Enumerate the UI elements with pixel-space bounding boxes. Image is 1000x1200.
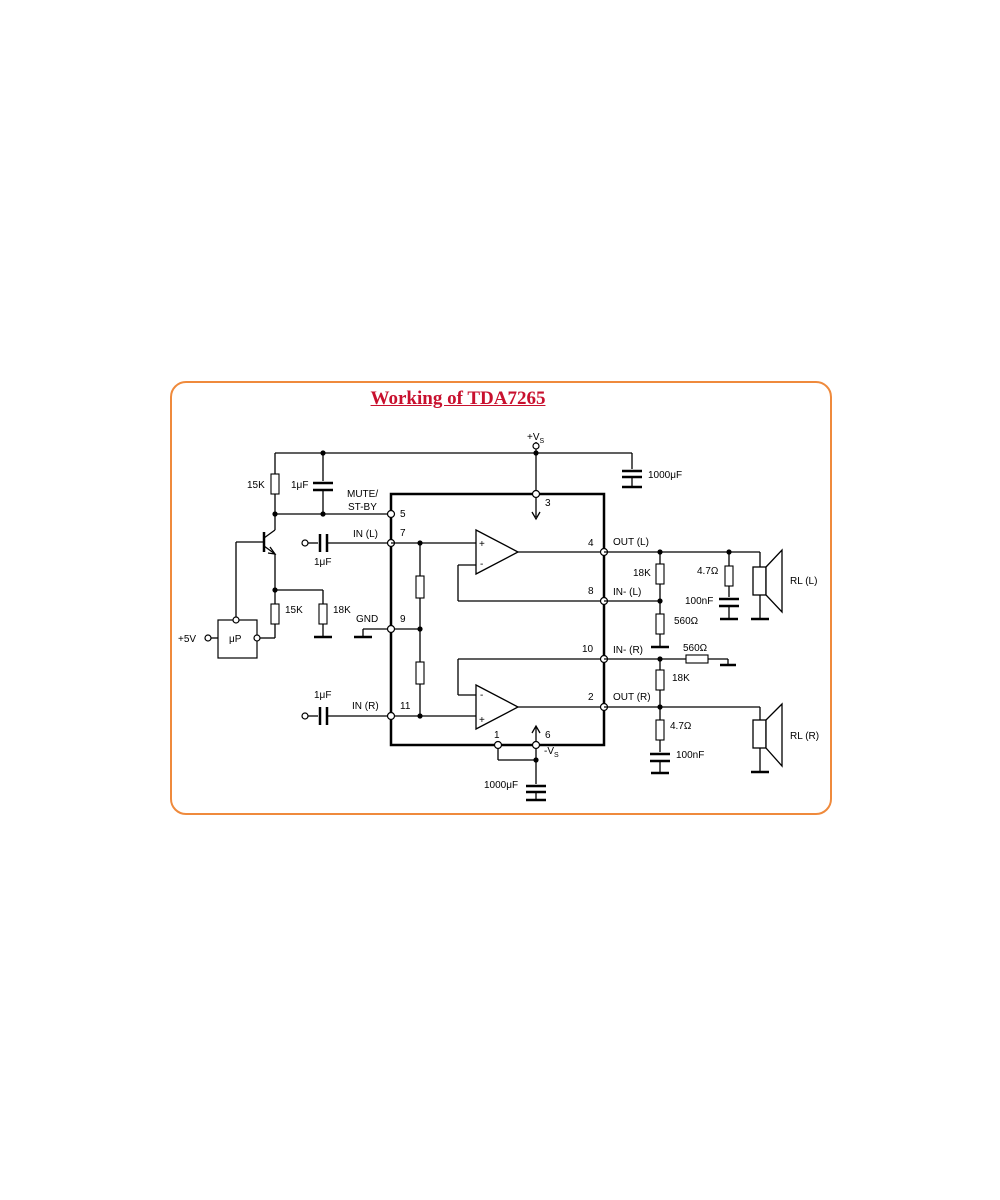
rl-l-label: RL (L) — [790, 576, 817, 587]
input-left — [301, 534, 476, 552]
pin-2: 2 — [588, 692, 594, 703]
pin-3-terminal — [531, 489, 541, 499]
output-right-network — [604, 654, 760, 775]
cap-1000uf-bottom-label: 1000μF — [484, 780, 518, 791]
opamp-left-plus: + — [479, 539, 485, 550]
cap-1uf-in-l-label: 1μF — [314, 557, 331, 568]
cap-1000uf-top-label: 1000μF — [648, 470, 682, 481]
speaker-right — [751, 702, 783, 774]
mute-label: MUTE/ — [347, 489, 378, 500]
supply-rail — [275, 442, 633, 494]
pin-4: 4 — [588, 538, 594, 549]
opamp-right-minus: - — [480, 690, 483, 701]
pin-3: 3 — [545, 498, 551, 509]
cap-1000uf-top — [622, 469, 642, 489]
in-minus-r-label: IN- (R) — [613, 645, 643, 656]
res-18k-l-label: 18K — [633, 568, 651, 579]
rl-r-label: RL (R) — [790, 731, 819, 742]
res-560-l-label: 560Ω — [674, 616, 699, 627]
res-47-l-label: 4.7Ω — [697, 566, 719, 577]
opamp-left — [457, 528, 604, 602]
opamp-right — [457, 658, 604, 731]
pin-9: 9 — [400, 614, 406, 625]
internal-divider — [415, 543, 425, 719]
gnd-label: GND — [356, 614, 378, 625]
res-18k-r-label: 18K — [672, 673, 690, 684]
input-right — [301, 707, 476, 725]
res-15k-bottom-label: 15K — [285, 605, 303, 616]
out-l-label: OUT (L) — [613, 537, 649, 548]
pin-5: 5 — [400, 509, 406, 520]
plus5v-label: +5V — [178, 634, 196, 645]
opamp-right-plus: + — [479, 715, 485, 726]
pin-6: 6 — [545, 730, 551, 741]
output-left-network — [604, 549, 760, 649]
pin-11: 11 — [400, 701, 411, 712]
res-47-r-label: 4.7Ω — [670, 721, 692, 732]
in-l-label: IN (L) — [353, 529, 378, 540]
pin-7: 7 — [400, 528, 406, 539]
vs-pos-label: +VS — [527, 432, 545, 445]
gnd-pin — [354, 624, 420, 639]
up-label: μP — [229, 634, 242, 645]
pin-10: 10 — [582, 644, 594, 655]
negative-supply — [493, 724, 546, 802]
cap-100nf-r-label: 100nF — [676, 750, 704, 761]
mute-network — [235, 453, 396, 639]
st-by-label: ST-BY — [348, 502, 377, 513]
res-560-r-label: 560Ω — [683, 643, 708, 654]
pin-1: 1 — [494, 730, 500, 741]
cap-1uf-mute-label: 1μF — [291, 480, 308, 491]
in-r-label: IN (R) — [352, 701, 379, 712]
pin-8: 8 — [588, 586, 594, 597]
res-18k-mute-label: 18K — [333, 605, 351, 616]
out-r-label: OUT (R) — [613, 692, 651, 703]
diagram-title: Working of TDA7265 — [370, 388, 546, 409]
speaker-left — [751, 548, 783, 621]
cap-100nf-l-label: 100nF — [685, 596, 713, 607]
microprocessor — [204, 616, 261, 659]
cap-1uf-in-r-label: 1μF — [314, 690, 331, 701]
in-minus-l-label: IN- (L) — [613, 587, 641, 598]
opamp-left-minus: - — [480, 559, 483, 570]
res-15k-top-label: 15K — [247, 480, 265, 491]
vs-neg-label: -VS — [544, 746, 559, 759]
